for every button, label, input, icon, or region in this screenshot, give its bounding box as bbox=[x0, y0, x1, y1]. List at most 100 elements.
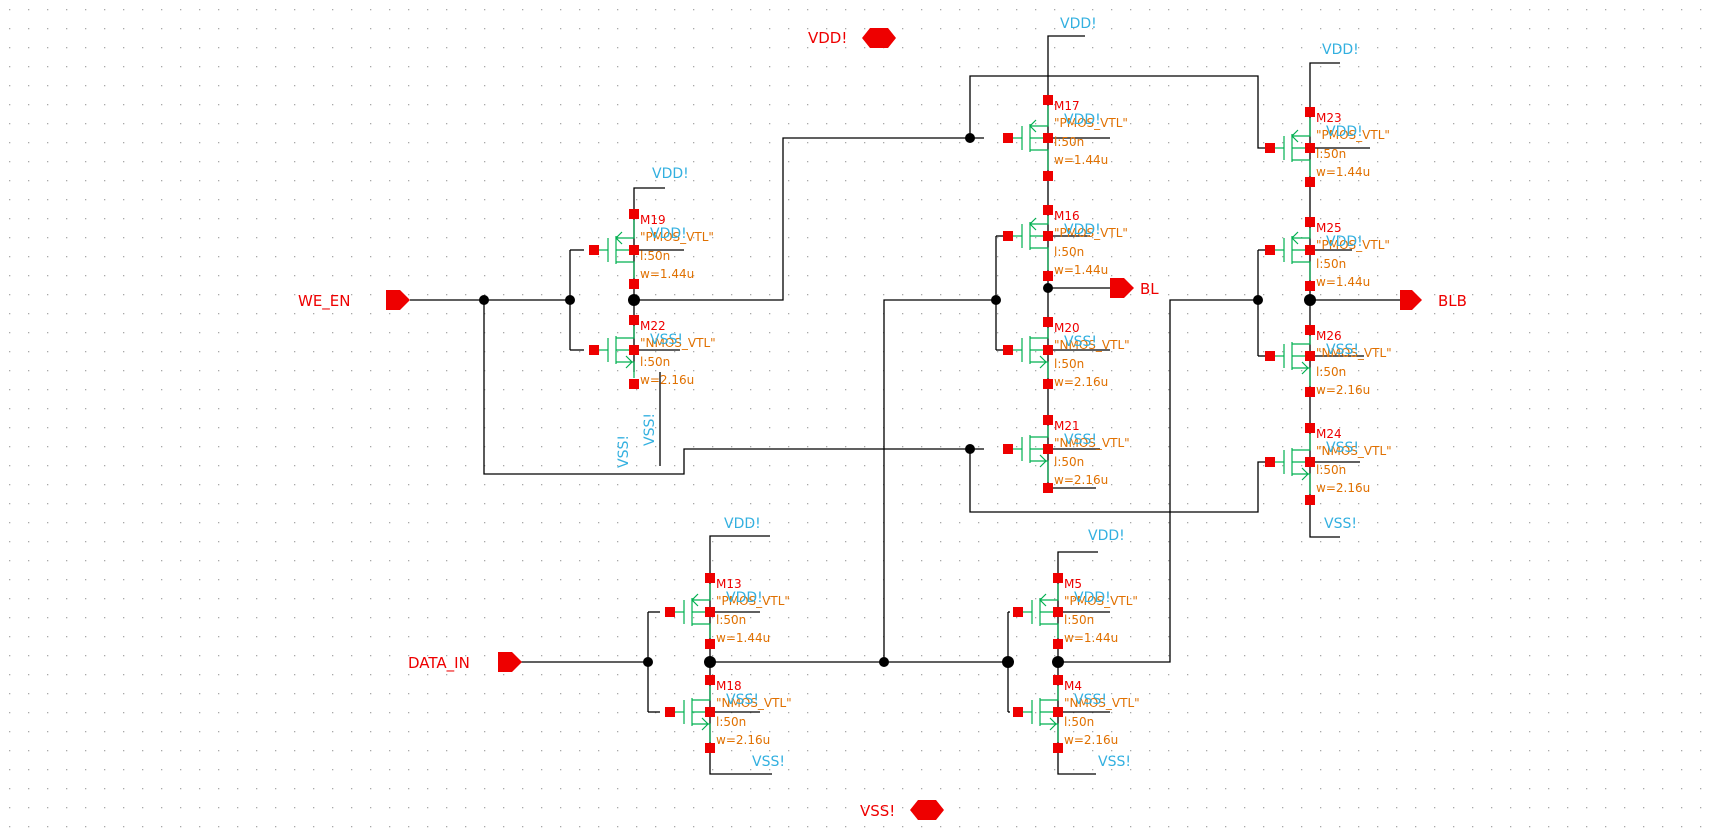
terminal-pin[interactable] bbox=[1053, 607, 1063, 617]
terminal-pin[interactable] bbox=[1053, 707, 1063, 717]
we-en-pin-icon[interactable] bbox=[386, 290, 410, 310]
device-width-label: w=1.44u bbox=[1064, 631, 1118, 645]
net-label-vss: VSS! bbox=[752, 754, 785, 770]
arrow-icon bbox=[1039, 593, 1047, 607]
terminal-pin[interactable] bbox=[705, 607, 715, 617]
terminal-pin[interactable] bbox=[1003, 231, 1013, 241]
terminal-pin[interactable] bbox=[1043, 271, 1053, 281]
terminal-pin[interactable] bbox=[1305, 217, 1315, 227]
terminal-pin[interactable] bbox=[1305, 281, 1315, 291]
terminal-pin[interactable] bbox=[589, 245, 599, 255]
body-net-label: VSS! bbox=[1074, 692, 1107, 708]
drain-lead bbox=[1292, 434, 1311, 451]
terminal-pin[interactable] bbox=[1305, 387, 1315, 397]
terminal-pin[interactable] bbox=[629, 209, 639, 219]
terminal-pin[interactable] bbox=[629, 245, 639, 255]
junction bbox=[965, 444, 975, 454]
terminal-pin[interactable] bbox=[629, 279, 639, 289]
terminal-pin[interactable] bbox=[1305, 325, 1315, 335]
blb-pin-label: BLB bbox=[1438, 292, 1467, 310]
blb-pin-icon[interactable] bbox=[1400, 290, 1422, 310]
device-model-label: "NMOS_VTL" bbox=[716, 696, 792, 710]
device-name-label: M4 bbox=[1064, 679, 1082, 693]
terminal-pin[interactable] bbox=[629, 315, 639, 325]
terminal-pin[interactable] bbox=[705, 675, 715, 685]
terminal-pin[interactable] bbox=[1305, 457, 1315, 467]
terminal-pin[interactable] bbox=[705, 743, 715, 753]
pins: WE_EN DATA_IN BL BLB VDD! VSS! bbox=[298, 28, 1467, 820]
data-in-pin-icon[interactable] bbox=[498, 652, 522, 672]
terminal-pin[interactable] bbox=[1043, 379, 1053, 389]
drain-lead bbox=[1040, 584, 1059, 601]
terminal-pin[interactable] bbox=[1013, 607, 1023, 617]
device-width-label: w=1.44u bbox=[1316, 165, 1370, 179]
terminal-pin[interactable] bbox=[1265, 245, 1275, 255]
terminal-pin[interactable] bbox=[1265, 143, 1275, 153]
terminal-pin[interactable] bbox=[1043, 345, 1053, 355]
terminal-pin[interactable] bbox=[1305, 351, 1315, 361]
terminal-pin[interactable] bbox=[629, 345, 639, 355]
terminal-pin[interactable] bbox=[1043, 95, 1053, 105]
junction bbox=[565, 295, 575, 305]
bl-pin-label: BL bbox=[1140, 280, 1159, 298]
terminal-pin[interactable] bbox=[1043, 415, 1053, 425]
bl-pin-icon[interactable] bbox=[1110, 278, 1134, 298]
device-length-label: l:50n bbox=[1316, 365, 1346, 379]
terminal-pin[interactable] bbox=[1053, 743, 1063, 753]
device-model-label: "PMOS_VTL" bbox=[716, 594, 790, 608]
terminal-pin[interactable] bbox=[1043, 444, 1053, 454]
vdd-global-pin-icon[interactable] bbox=[862, 28, 896, 48]
terminal-pin[interactable] bbox=[665, 607, 675, 617]
source-lead bbox=[1040, 723, 1059, 742]
terminal-pin[interactable] bbox=[629, 379, 639, 389]
terminal-pin[interactable] bbox=[1043, 317, 1053, 327]
net-label-vss: VSS! bbox=[616, 435, 632, 468]
terminal-pin[interactable] bbox=[1003, 345, 1013, 355]
terminal-pin[interactable] bbox=[1305, 177, 1315, 187]
terminal-pin[interactable] bbox=[1305, 423, 1315, 433]
terminal-pin[interactable] bbox=[1043, 205, 1053, 215]
terminal-pin[interactable] bbox=[1305, 245, 1315, 255]
terminal-pin[interactable] bbox=[1053, 573, 1063, 583]
terminal-pin[interactable] bbox=[1053, 675, 1063, 685]
terminal-pin[interactable] bbox=[1305, 107, 1315, 117]
terminal-pin[interactable] bbox=[1305, 495, 1315, 505]
terminal-pin[interactable] bbox=[589, 345, 599, 355]
terminal-pin[interactable] bbox=[665, 707, 675, 717]
terminal-pin[interactable] bbox=[1013, 707, 1023, 717]
drain-lead bbox=[616, 220, 635, 239]
terminal-pin[interactable] bbox=[1043, 171, 1053, 181]
terminal-pin[interactable] bbox=[705, 707, 715, 717]
terminal-pin[interactable] bbox=[1043, 133, 1053, 143]
terminal-pin[interactable] bbox=[1265, 351, 1275, 361]
source-lead bbox=[1030, 247, 1049, 270]
terminal-pin[interactable] bbox=[705, 639, 715, 649]
wire-inv1-vdd bbox=[633, 187, 665, 214]
terminal-pin[interactable] bbox=[1305, 143, 1315, 153]
terminal-pin[interactable] bbox=[1265, 457, 1275, 467]
terminal-pin[interactable] bbox=[1053, 639, 1063, 649]
terminal-pin[interactable] bbox=[705, 573, 715, 583]
vss-global-pin-icon[interactable] bbox=[910, 800, 944, 820]
device-length-label: l:50n bbox=[1054, 455, 1084, 469]
terminal-pin[interactable] bbox=[1003, 444, 1013, 454]
terminal-pin[interactable] bbox=[1043, 483, 1053, 493]
terminal-pin[interactable] bbox=[1003, 133, 1013, 143]
net-label-vdd: VDD! bbox=[652, 166, 689, 182]
terminal-pin[interactable] bbox=[1043, 231, 1053, 241]
